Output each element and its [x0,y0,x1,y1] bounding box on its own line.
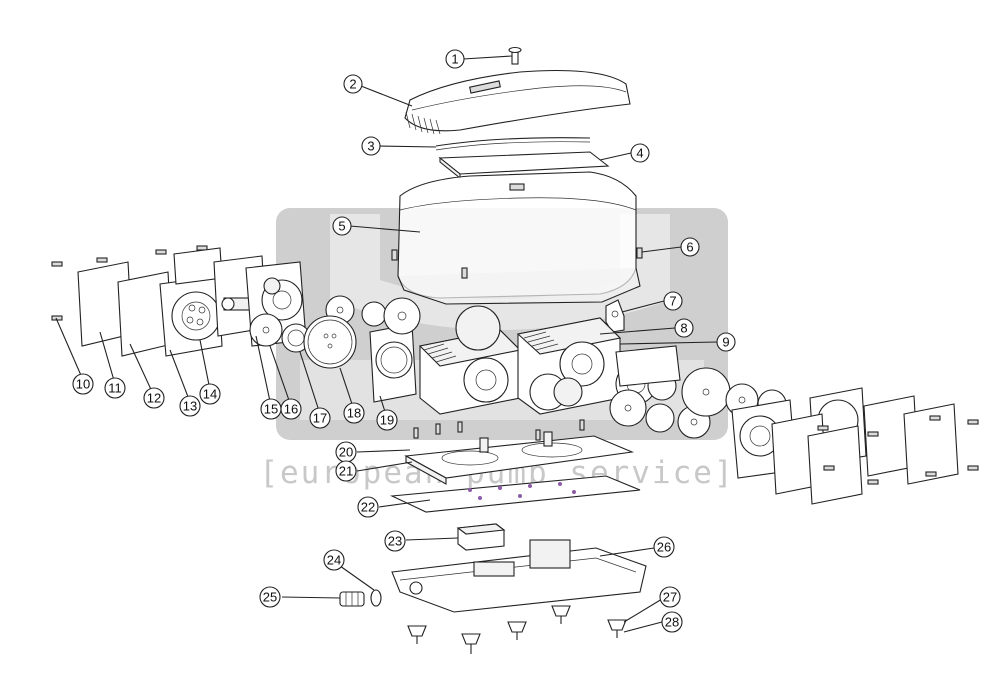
part-left-chamber [159,275,223,357]
callout-19-label: 19 [380,413,394,428]
part-left-screws [51,245,208,321]
callout-21: 21 [335,460,357,482]
callout-2: 2 [343,74,363,94]
callout-28-label: 28 [665,615,679,630]
callout-24: 24 [323,549,345,571]
callout-15: 15 [260,398,282,420]
callout-9-label: 9 [722,335,729,350]
callout-17-label: 17 [313,411,327,426]
callout-16-label: 16 [284,402,298,417]
callout-12: 12 [143,387,165,409]
callout-13: 13 [179,395,201,417]
leader-lines [55,55,718,633]
part-housing-screws [391,247,643,279]
callout-11-label: 11 [108,381,122,396]
callout-5: 5 [332,216,352,236]
part-fitting-o-ring [370,589,382,607]
part-left-o-ring [281,323,311,353]
callout-18: 18 [343,402,365,424]
part-feet-screws [416,616,618,654]
callout-4: 4 [630,143,650,163]
part-right-coil-block [516,317,622,415]
callout-10: 10 [72,373,94,395]
callout-13-label: 13 [183,399,197,414]
callout-18-label: 18 [347,406,361,421]
callout-1-label: 1 [451,52,458,67]
part-hose-fitting [339,591,365,607]
part-housing [397,171,641,305]
callout-23-label: 23 [388,534,402,549]
callout-23: 23 [384,530,406,552]
part-left-seal-disc [383,297,501,351]
callout-1: 1 [445,49,465,69]
callout-20: 20 [335,441,357,463]
part-right-screws [817,415,979,485]
callout-4-label: 4 [636,146,643,161]
callout-22-label: 22 [361,500,375,515]
part-top-cover [404,69,631,135]
part-base-tray [391,539,647,613]
callout-17: 17 [309,407,331,429]
callout-11: 11 [104,377,126,399]
callout-7: 7 [663,291,683,311]
callout-3: 3 [361,136,381,156]
part-top-screw [508,46,522,65]
callout-12-label: 12 [147,391,161,406]
part-base-gasket [389,475,641,513]
callout-7-label: 7 [669,294,676,309]
callout-26: 26 [653,536,675,558]
callout-27: 27 [659,586,681,608]
callout-6-label: 6 [686,240,693,255]
callout-8: 8 [674,318,694,338]
part-connector-block [456,523,506,551]
callout-21-label: 21 [339,464,353,479]
part-cover-plate [438,151,610,180]
part-gasket-strip [435,137,591,151]
callout-19: 19 [376,409,398,431]
callout-14-label: 14 [203,387,217,402]
callout-16: 16 [280,398,302,420]
part-rubber-feet [407,605,627,645]
callout-25-label: 25 [263,590,277,605]
callout-9: 9 [716,332,736,352]
callout-24-label: 24 [327,553,341,568]
part-left-diaphragm [303,315,357,369]
part-left-valve-frame [369,323,417,403]
part-bracket [605,299,625,333]
callout-14: 14 [199,383,221,405]
callout-28: 28 [661,611,683,633]
callout-2-label: 2 [349,77,356,92]
part-right-valve-frame [615,345,681,387]
part-manifold-plate [404,431,635,485]
callout-6: 6 [680,237,700,257]
callout-5-label: 5 [338,219,345,234]
callouts: 1 2 3 4 5 6 7 8 9 10 11 12 13 14 15 16 1… [72,49,736,633]
callout-8-label: 8 [680,321,687,336]
callout-22: 22 [357,496,379,518]
part-left-diaphragm-disc [249,313,283,347]
callout-3-label: 3 [367,139,374,154]
part-right-end-plates [771,395,959,505]
callout-26-label: 26 [657,540,671,555]
callout-27-label: 27 [663,590,677,605]
callout-15-label: 15 [264,402,278,417]
callout-10-label: 10 [76,377,90,392]
part-base-screws [413,419,585,441]
callout-20-label: 20 [339,445,353,460]
callout-25: 25 [259,586,281,608]
